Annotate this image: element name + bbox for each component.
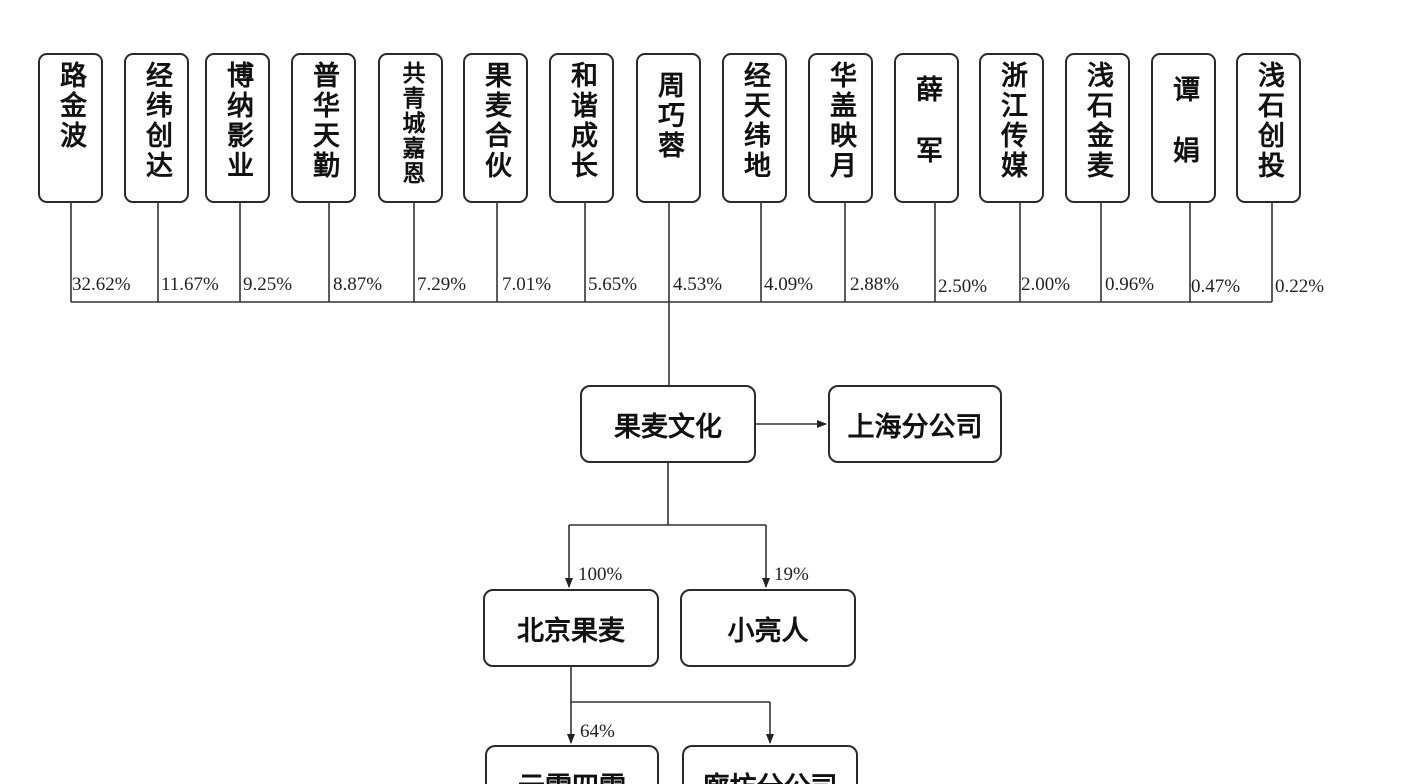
subsidiary-name: 云雷四雷	[518, 765, 626, 784]
shareholder-box: 浙江传媒	[979, 53, 1044, 203]
shareholder-box: 普华天勤	[291, 53, 356, 203]
subsidiary-percent: 19%	[774, 564, 809, 585]
shareholder-box: 浅石金麦	[1065, 53, 1130, 203]
shareholding-percent: 5.65%	[588, 274, 638, 295]
subsidiary-name: 北京果麦	[517, 615, 625, 647]
shareholder-name: 经天纬地	[739, 61, 770, 181]
shareholding-percent: 2.88%	[850, 274, 900, 295]
shareholder-box: 经天纬地	[722, 53, 787, 203]
shareholding-percent: 11.67%	[161, 274, 219, 295]
shareholder-box: 经纬创达	[124, 53, 189, 203]
shareholder-box: 共青城嘉恩	[378, 53, 443, 203]
shareholder-name: 共青城嘉恩	[398, 61, 424, 186]
subsidiary-box: 云雷四雷	[485, 745, 659, 784]
shareholder-name: 周巧蓉	[653, 71, 684, 161]
branch-office-box: 廊坊分公司	[682, 745, 858, 784]
subsidiary-box: 北京果麦	[483, 589, 659, 667]
shareholder-box: 果麦合伙	[463, 53, 528, 203]
shareholding-percent: 0.47%	[1191, 276, 1241, 297]
branch-office-box: 上海分公司	[828, 385, 1002, 463]
shareholding-percent: 0.96%	[1105, 274, 1155, 295]
subsidiary-percent: 64%	[580, 721, 615, 742]
subsidiary-percent: 100%	[578, 564, 623, 585]
shareholder-name: 经纬创达	[141, 61, 172, 181]
shareholder-name: 浙江传媒	[996, 61, 1027, 181]
shareholder-box: 路金波	[38, 53, 103, 203]
shareholder-name: 普华天勤	[308, 61, 339, 181]
shareholder-name: 博纳影业	[222, 61, 253, 181]
shareholder-box: 浅石创投	[1236, 53, 1301, 203]
shareholding-percent: 32.62%	[72, 274, 131, 295]
shareholding-percent: 9.25%	[243, 274, 293, 295]
shareholder-box: 谭娟	[1151, 53, 1216, 203]
shareholding-percent: 0.22%	[1275, 276, 1325, 297]
shareholder-name: 浅石创投	[1253, 61, 1284, 181]
shareholder-box: 周巧蓉	[636, 53, 701, 203]
shareholder-box: 和谐成长	[549, 53, 614, 203]
shareholder-name: 薛军	[911, 75, 942, 197]
shareholder-name: 和谐成长	[566, 61, 597, 181]
shareholder-name: 浅石金麦	[1082, 61, 1113, 181]
shareholder-name: 果麦合伙	[480, 61, 511, 181]
shareholder-box: 博纳影业	[205, 53, 270, 203]
shareholder-name: 谭娟	[1168, 75, 1199, 197]
subsidiary-name: 小亮人	[727, 615, 809, 647]
shareholder-name: 华盖映月	[825, 61, 856, 181]
shareholding-percent: 7.01%	[502, 274, 552, 295]
branch-office-name: 上海分公司	[847, 411, 983, 443]
shareholding-percent: 4.53%	[673, 274, 723, 295]
company-box: 果麦文化	[580, 385, 756, 463]
subsidiary-box: 小亮人	[680, 589, 856, 667]
shareholding-percent: 2.00%	[1021, 274, 1071, 295]
shareholding-percent: 7.29%	[417, 274, 467, 295]
shareholder-name: 路金波	[55, 61, 86, 151]
shareholding-percent: 8.87%	[333, 274, 383, 295]
shareholding-percent: 4.09%	[764, 274, 814, 295]
shareholder-box: 薛军	[894, 53, 959, 203]
company-name: 果麦文化	[614, 411, 722, 443]
shareholder-box: 华盖映月	[808, 53, 873, 203]
branch-office-name: 廊坊分公司	[703, 765, 838, 784]
shareholding-percent: 2.50%	[938, 276, 988, 297]
